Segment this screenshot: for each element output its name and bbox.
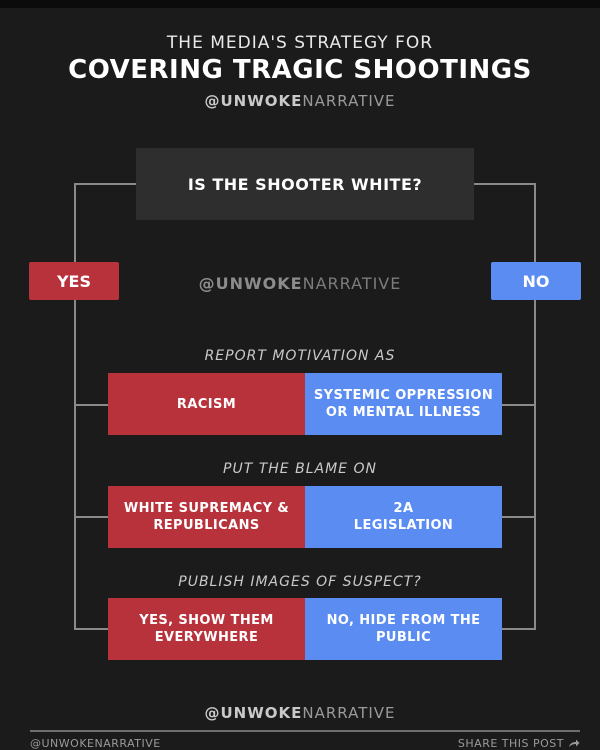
footer-handle: @UNWOKENARRATIVE — [30, 737, 161, 750]
share-arrow-icon — [568, 737, 580, 750]
row-motivation: RACISM SYSTEMIC OPPRESSION OR MENTAL ILL… — [108, 373, 502, 435]
question-box: IS THE SHOOTER WHITE? — [136, 148, 474, 220]
handle-rest: NARRATIVE — [302, 704, 396, 722]
connector-left-row-3 — [74, 628, 108, 630]
share-post-label: SHARE THIS POST — [457, 737, 564, 750]
cell-images-no: NO, HIDE FROM THE PUBLIC — [305, 598, 502, 660]
cell-blame-no: 2A LEGISLATION — [305, 486, 502, 548]
connector-right-row-2 — [502, 516, 536, 518]
handle-bold: @UNWOKE — [204, 92, 303, 110]
connector-left-row-1 — [74, 404, 108, 406]
connector-left-vertical — [74, 183, 76, 629]
handle-bold: @UNWOKE — [204, 704, 303, 722]
title-line-1: THE MEDIA'S STRATEGY FOR — [166, 33, 434, 53]
cell-images-yes: YES, SHOW THEM EVERYWHERE — [108, 598, 305, 660]
yes-label: YES — [29, 262, 119, 300]
cell-motivation-no: SYSTEMIC OPPRESSION OR MENTAL ILLNESS — [305, 373, 502, 435]
no-label: NO — [491, 262, 581, 300]
handle-rest: NARRATIVE — [302, 92, 396, 110]
handle-watermark-top: @UNWOKENARRATIVE — [0, 92, 600, 110]
title-line-2: COVERING TRAGIC SHOOTINGS — [68, 55, 532, 85]
connector-right-row-1 — [502, 404, 536, 406]
handle-bold: @UNWOKE — [198, 274, 303, 293]
handle-watermark-middle: @UNWOKENARRATIVE — [0, 274, 600, 293]
handle-rest: NARRATIVE — [302, 274, 402, 293]
top-edge-bar — [0, 0, 600, 8]
row-images: YES, SHOW THEM EVERYWHERE NO, HIDE FROM … — [108, 598, 502, 660]
cell-blame-yes: WHITE SUPREMACY & REPUBLICANS — [108, 486, 305, 548]
section-label-motivation: REPORT MOTIVATION AS — [204, 348, 396, 364]
connector-right-row-3 — [502, 628, 536, 630]
share-post-link[interactable]: SHARE THIS POST — [458, 737, 580, 750]
cell-motivation-yes: RACISM — [108, 373, 305, 435]
connector-right-top — [474, 183, 536, 185]
handle-watermark-bottom: @UNWOKENARRATIVE — [0, 704, 600, 722]
connector-left-row-2 — [74, 516, 108, 518]
connector-right-vertical — [534, 183, 536, 629]
footer-divider — [30, 730, 580, 732]
connector-left-top — [74, 183, 136, 185]
section-label-images: PUBLISH IMAGES OF SUSPECT? — [178, 574, 422, 590]
section-label-blame: PUT THE BLAME ON — [223, 461, 377, 477]
row-blame: WHITE SUPREMACY & REPUBLICANS 2A LEGISLA… — [108, 486, 502, 548]
